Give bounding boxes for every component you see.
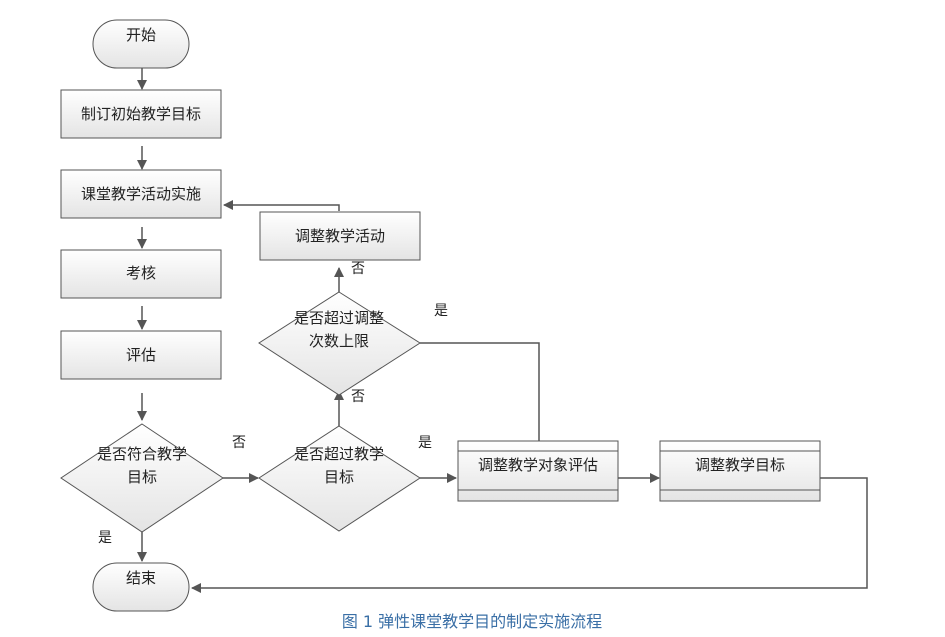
- adjust-activity-label: 调整教学活动: [295, 227, 385, 245]
- exceeds-limit-yes-label: 是: [434, 303, 448, 319]
- exam-label: 考核: [126, 264, 156, 282]
- start-label: 开始: [126, 26, 156, 44]
- exceeds-teaching-label-line2: 目标: [324, 468, 354, 486]
- nodes: 开始 制订初始教学目标 课堂教学活动实施 考核 评估 是否符合教学 目标: [60, 19, 821, 612]
- edges: [137, 68, 868, 593]
- exceeds-teaching-yes-label: 是: [418, 435, 432, 451]
- end-label: 结束: [126, 569, 156, 587]
- meets-goal-label-line1: 是否符合教学: [97, 445, 187, 463]
- exceeds-limit-decision: 是否超过调整 次数上限: [258, 291, 421, 396]
- exceeds-teaching-decision: 是否超过教学 目标: [258, 425, 421, 532]
- exam-process: 考核: [60, 249, 222, 299]
- evaluate-label: 评估: [126, 346, 156, 364]
- set-goal-label: 制订初始教学目标: [81, 105, 201, 123]
- start-terminator: 开始: [92, 19, 190, 69]
- set-goal-process: 制订初始教学目标: [60, 89, 222, 139]
- edge-adjust-goal-to-end: [191, 477, 868, 593]
- adjust-goal-label: 调整教学目标: [695, 456, 785, 474]
- exceeds-limit-label-line2: 次数上限: [309, 332, 369, 350]
- exceeds-limit-no-label: 否: [351, 261, 365, 277]
- assess-subject-label: 调整教学对象评估: [478, 456, 598, 474]
- exceeds-teaching-label-line1: 是否超过教学: [294, 445, 384, 463]
- end-terminator: 结束: [92, 562, 190, 612]
- figure-caption: 图 1 弹性课堂教学目的制定实施流程: [342, 612, 602, 631]
- edge-labels: 否 是 否 是 否 是: [98, 261, 448, 546]
- implement-process: 课堂教学活动实施: [60, 169, 222, 219]
- meets-goal-decision: 是否符合教学 目标: [60, 423, 224, 533]
- meets-goal-yes-label: 是: [98, 530, 112, 546]
- adjust-activity-process: 调整教学活动: [259, 211, 421, 261]
- meets-goal-label-line2: 目标: [127, 468, 157, 486]
- assess-subject-process: 调整教学对象评估: [457, 440, 619, 502]
- exceeds-limit-label-line1: 是否超过调整: [294, 309, 384, 327]
- exceeds-teaching-no-label: 否: [351, 389, 365, 405]
- edge-adjust-activity-to-implement: [223, 200, 340, 211]
- implement-label: 课堂教学活动实施: [81, 185, 201, 203]
- evaluate-process: 评估: [60, 330, 222, 380]
- adjust-goal-process: 调整教学目标: [659, 440, 821, 502]
- edge-limit-yes-to-assess: [420, 342, 544, 451]
- meets-goal-no-label: 否: [232, 435, 246, 451]
